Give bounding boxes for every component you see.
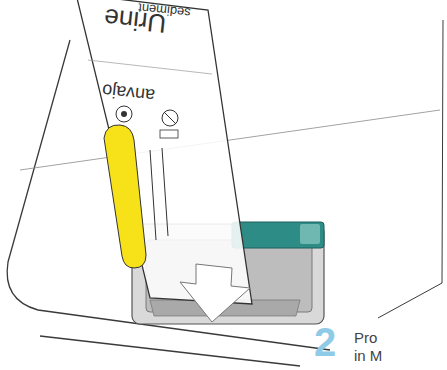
drop-icon xyxy=(116,106,132,122)
step-text: in M xyxy=(354,348,382,363)
step-text: Pro xyxy=(354,330,377,345)
lot-box xyxy=(160,130,178,138)
sample-channel xyxy=(104,125,146,268)
sensor-chip xyxy=(232,222,324,248)
no-reuse-icon xyxy=(162,110,178,126)
device-edge xyxy=(40,336,300,366)
insert-arrow xyxy=(180,264,250,322)
no-reuse-icon xyxy=(164,112,176,124)
step-number: 2 xyxy=(314,322,336,362)
channel-mark xyxy=(162,148,168,236)
leader-line xyxy=(378,20,443,318)
channel-mark xyxy=(150,150,156,240)
cartridge xyxy=(76,0,252,304)
chip-window xyxy=(300,224,320,244)
drop-icon-dot xyxy=(121,111,127,117)
cartridge-divider xyxy=(88,60,212,74)
